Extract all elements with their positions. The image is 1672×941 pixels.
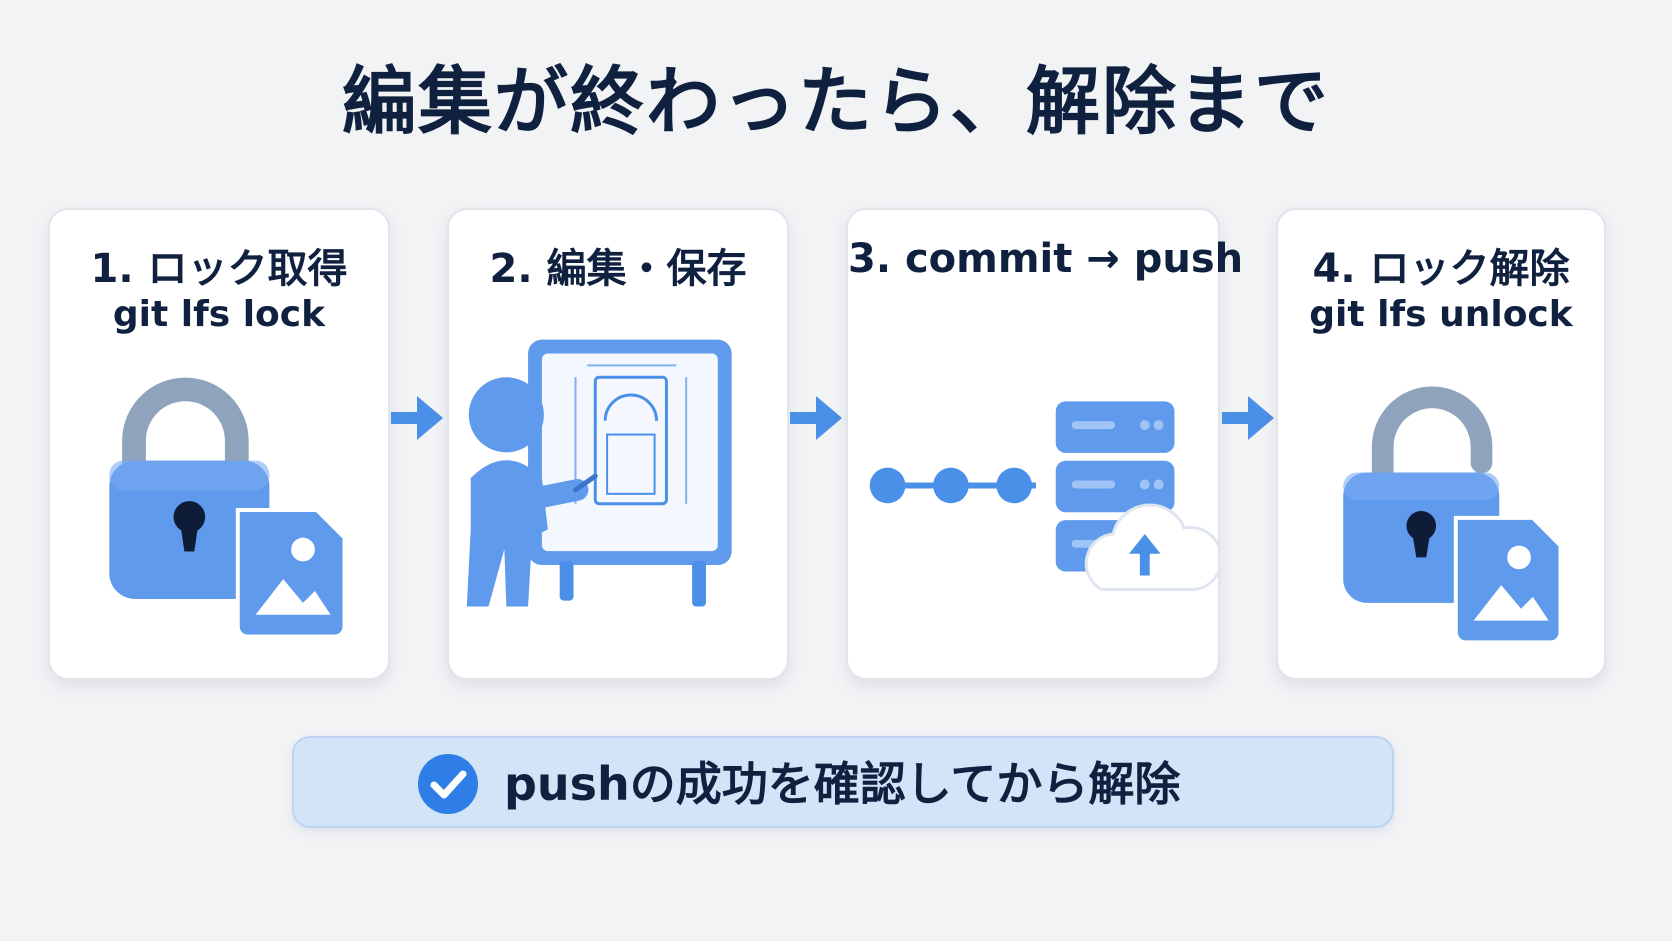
locked-padlock-with-image-file-icon — [109, 377, 347, 639]
unlocked-padlock-with-image-file-icon — [1343, 386, 1563, 645]
step-card-unlock: 4. ロック解除 git lfs unlock — [1276, 208, 1606, 680]
commits-to-server-cloud-upload-icon — [869, 401, 1218, 591]
step-title: 4. ロック解除 — [1312, 246, 1570, 292]
confirmation-note: pushの成功を確認してから解除 — [292, 736, 1394, 828]
check-circle-icon — [418, 754, 478, 814]
step-title: 1. ロック取得 — [90, 246, 348, 292]
arrow-right-icon — [1222, 396, 1274, 440]
step-card-edit: 2. 編集・保存 — [447, 208, 789, 680]
step-title: 3. commit → push — [848, 236, 1244, 282]
page-title: 編集が終わったら、解除まで — [342, 59, 1330, 145]
note-text: pushの成功を確認してから解除 — [504, 757, 1181, 811]
step-command: git lfs lock — [112, 294, 326, 335]
step-title: 2. 編集・保存 — [489, 246, 747, 292]
arrow-right-icon — [790, 396, 842, 440]
arrow-right-icon — [391, 396, 443, 440]
step-command: git lfs unlock — [1309, 294, 1573, 335]
step-card-lock: 1. ロック取得 git lfs lock — [48, 208, 390, 680]
person-editing-blueprint-icon — [466, 339, 732, 607]
step-card-commit-push: 3. commit → push — [846, 208, 1244, 680]
